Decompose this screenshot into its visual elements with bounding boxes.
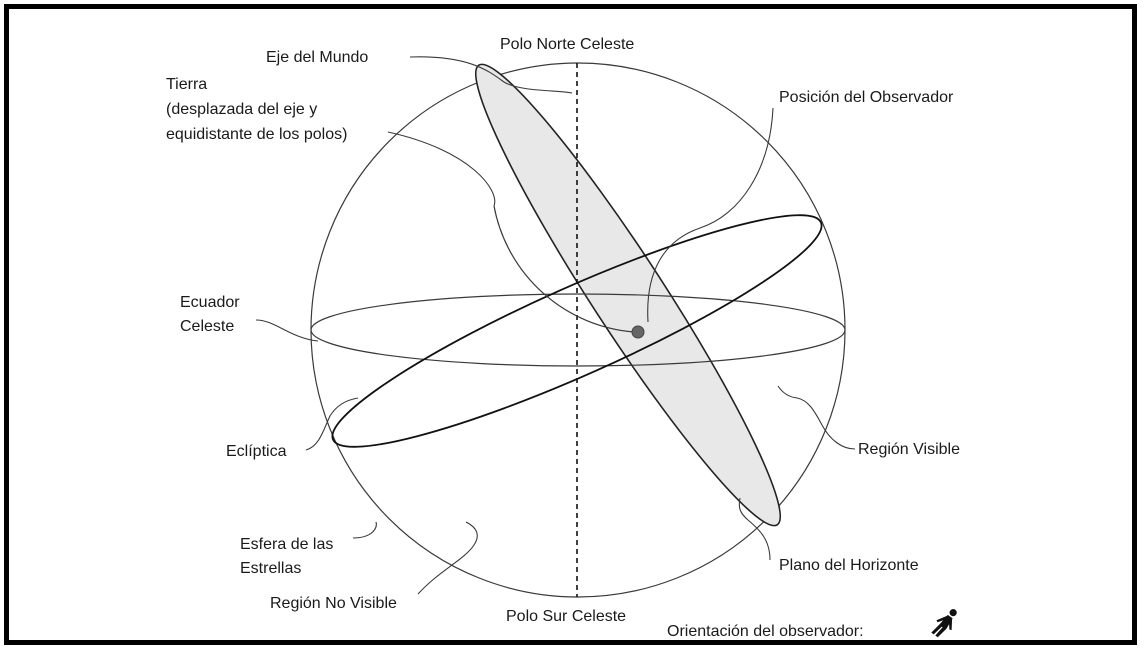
label-tierra-2: (desplazada del eje y [166,101,317,118]
leader-eje-mundo [409,56,573,94]
label-eje-mundo: Eje del Mundo [266,49,368,66]
ecliptic [331,214,823,448]
label-polo-sur: Polo Sur Celeste [506,608,626,625]
observer-dot [631,325,645,339]
leader-tierra [387,131,496,207]
leader-horizonte [738,497,771,561]
label-region-no-visible: Región No Visible [270,595,397,612]
label-tierra-1: Tierra [166,76,207,93]
leader-no-visible [417,521,478,595]
label-ecuador-2: Celeste [180,318,234,335]
leader-ecuador [255,319,319,342]
leader-region-visible [777,385,856,450]
leader-esfera [352,521,377,539]
leader-ecliptica [305,397,359,451]
label-ecliptica: Eclíptica [226,443,287,460]
label-esfera-1: Esfera de las [240,536,333,553]
label-plano-horizonte: Plano del Horizonte [779,557,919,574]
label-region-visible: Región Visible [858,441,960,458]
label-esfera-2: Estrellas [240,560,301,577]
label-tierra-3: equidistante de los polos) [166,126,347,143]
label-posicion-observador: Posición del Observador [779,89,954,106]
celestial-equator [310,293,846,367]
label-orientacion: Orientación del observador: [667,623,864,640]
label-ecuador-1: Ecuador [180,294,240,311]
leader-observador [647,107,774,323]
earth-arc [493,205,635,333]
observer-figure-icon [931,609,957,638]
label-polo-norte: Polo Norte Celeste [500,36,634,53]
diagram-frame [4,4,1137,645]
